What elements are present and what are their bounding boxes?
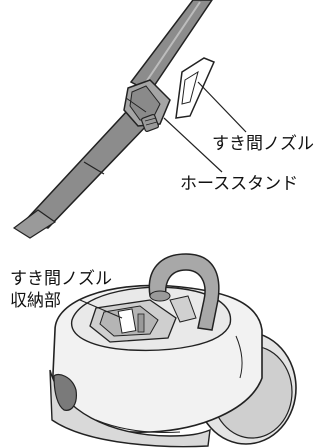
crevice-nozzle-on-pipe: [175, 57, 216, 119]
storage-leader-line: [79, 299, 123, 319]
extension-pipe: [12, 0, 213, 239]
stand-leader-line: [163, 117, 223, 173]
vacuum-body: [49, 253, 297, 448]
hose-stand-clip: [123, 79, 171, 133]
crevice-storage-label-line2: 収納部: [10, 291, 61, 311]
nozzle-leader-line: [197, 81, 247, 133]
crevice-nozzle-label: すき間ノズル: [212, 134, 314, 154]
hose-stand-label: ホーススタンド: [180, 174, 299, 194]
crevice-storage-label-line1: すき間ノズル: [10, 269, 112, 289]
